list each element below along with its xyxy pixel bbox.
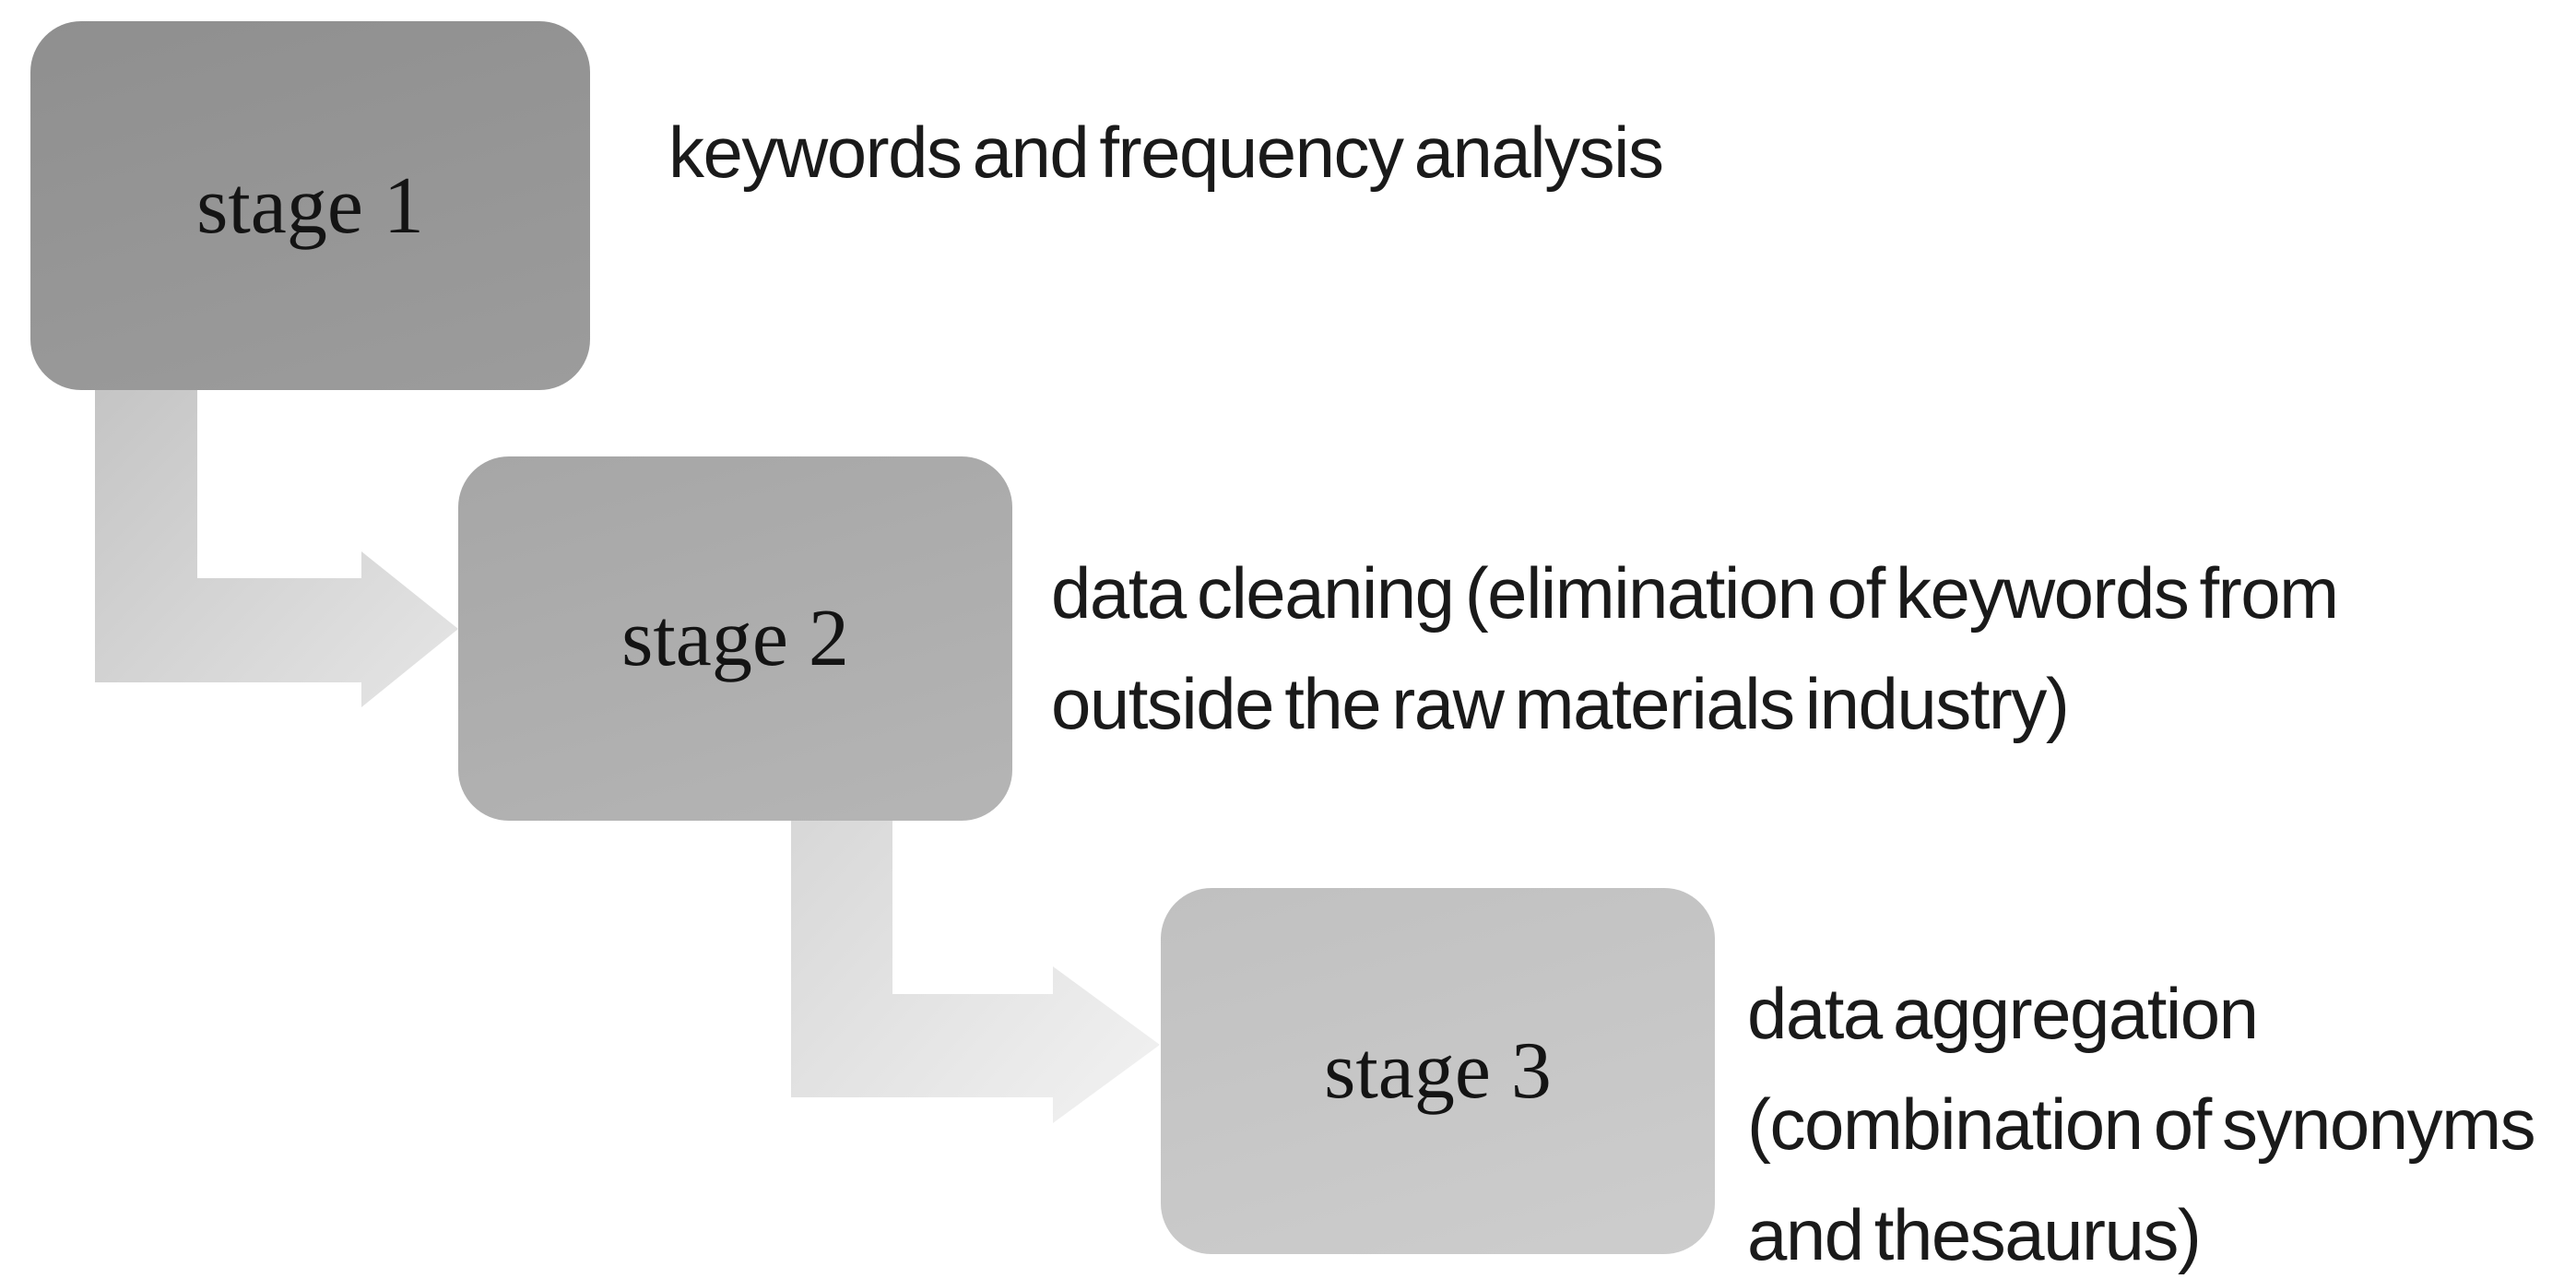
stage-2-description-line: data cleaning (elimination of keywords f… <box>1051 552 2339 634</box>
elbow-arrow-stage1-to-stage2-icon <box>95 380 458 707</box>
stage-3-description-line: and thesaurus) <box>1747 1194 2202 1275</box>
stage-1-label: stage 1 <box>196 160 424 251</box>
stage-1-description-line: keywords and frequency analysis <box>668 112 1664 193</box>
stage-1-description: keywords and frequency analysis <box>668 97 1664 207</box>
stage-2-description-line: outside the raw materials industry) <box>1051 663 2070 744</box>
stage-2-description: data cleaning (elimination of keywords f… <box>1051 538 2339 759</box>
stage-1-box: stage 1 <box>30 21 590 390</box>
stage-3-description: data aggregation (combination of synonym… <box>1747 958 2536 1279</box>
stage-3-description-line: data aggregation <box>1747 973 2259 1054</box>
stage-2-box: stage 2 <box>458 456 1012 821</box>
elbow-arrow-stage2-to-stage3-icon <box>791 813 1160 1123</box>
stage-3-box: stage 3 <box>1161 888 1715 1254</box>
stage-3-label: stage 3 <box>1324 1026 1552 1116</box>
stage-2-label: stage 2 <box>621 594 849 683</box>
stage-3-description-line: (combination of synonyms <box>1747 1084 2536 1165</box>
